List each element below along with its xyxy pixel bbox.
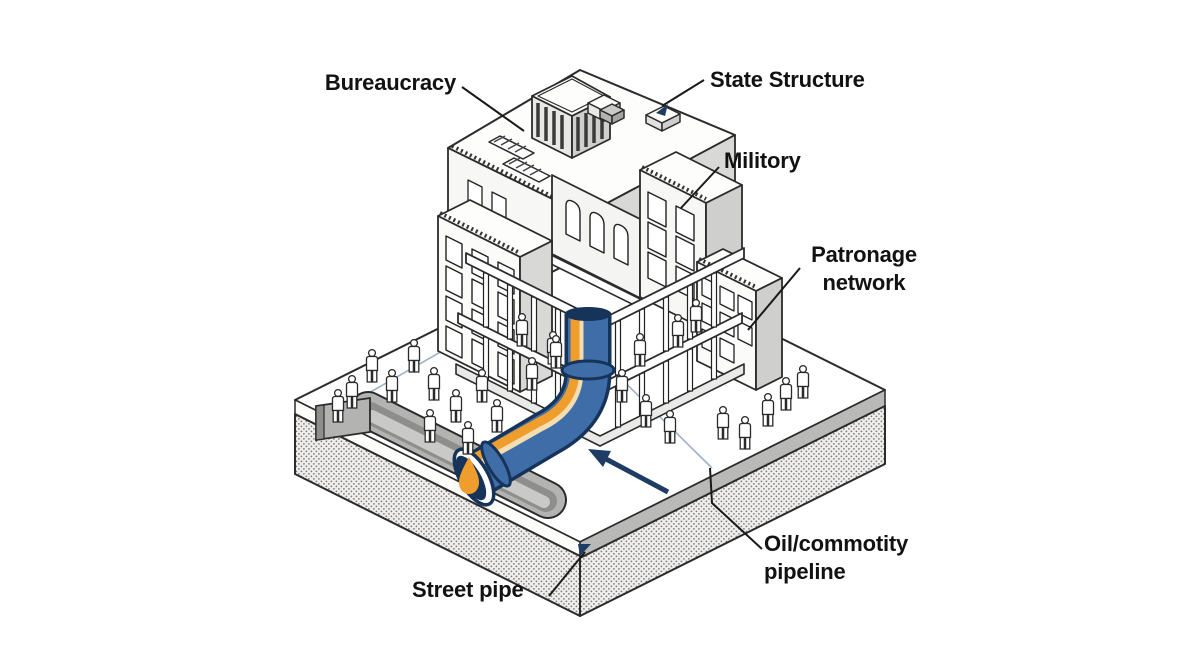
oil-pipe <box>452 307 616 507</box>
rooftop-box <box>587 94 625 125</box>
pipe-open-end <box>452 447 496 507</box>
gutter-notch-wall <box>315 404 325 441</box>
roof-grate-icon <box>488 135 551 183</box>
patronage-label-line1: Patronage <box>811 242 917 267</box>
leader-bureaucracy <box>461 86 525 132</box>
state-building <box>437 69 783 447</box>
oil-pipeline-label: Oil/commotity pipeline <box>764 530 908 586</box>
military-label: Militory <box>724 148 801 173</box>
leader-arrowhead <box>578 544 591 556</box>
patronage-network-label: Patronage network <box>804 241 924 297</box>
leader-lines <box>461 79 801 597</box>
patronage-label-line2: network <box>822 269 906 295</box>
leader-state-structure <box>661 79 705 107</box>
oil-label-line1: Oil/commotity <box>764 531 909 556</box>
colonnade-base <box>455 363 745 447</box>
pipe-collar <box>560 359 616 381</box>
flow-direction-arrow <box>588 449 670 495</box>
oil-drop <box>459 457 479 494</box>
state-structure-label: State Structure <box>710 67 865 92</box>
pipe-top-cap <box>564 307 612 321</box>
leader-militory <box>680 166 720 209</box>
oil-label-line2: pipeline <box>764 558 846 584</box>
street-pipe-label: Street pipe <box>412 577 524 602</box>
leader-arrowhead <box>656 104 668 116</box>
leader-street-pipe <box>548 551 586 597</box>
leader-oil-pipeline <box>709 467 763 550</box>
bureaucracy-label: Bureaucracy <box>324 70 456 95</box>
pipe-collar <box>480 440 512 488</box>
leader-arrowheads <box>578 104 668 556</box>
leader-patronage <box>747 267 801 331</box>
ground-right-face <box>579 405 886 617</box>
